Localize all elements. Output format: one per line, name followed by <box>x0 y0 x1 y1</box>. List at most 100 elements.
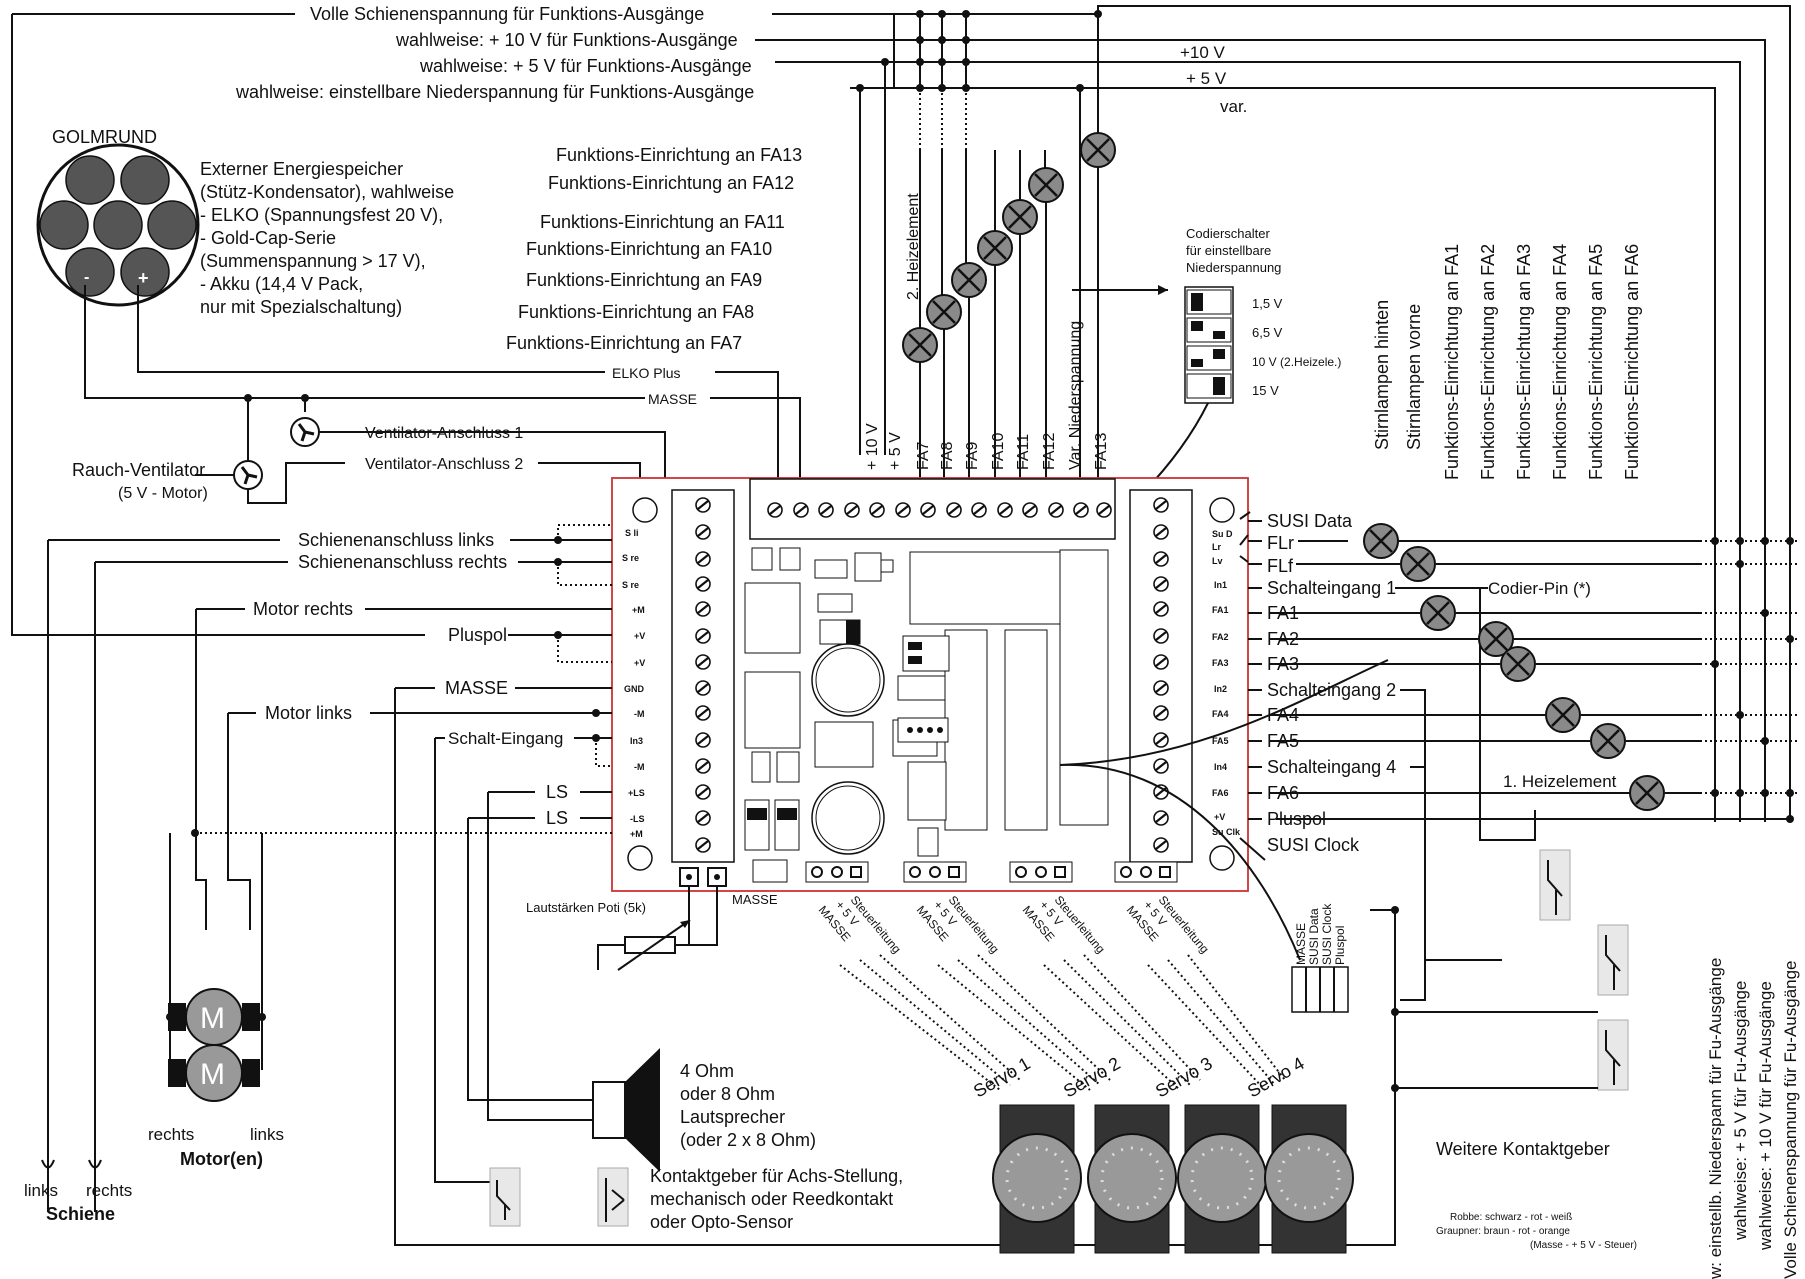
codier-title: Codierschalter <box>1186 226 1270 241</box>
codier-option: 15 V <box>1252 383 1279 398</box>
pin-label-left: -M <box>634 762 645 772</box>
speaker-text: Lautsprecher <box>680 1107 785 1127</box>
motors <box>166 833 266 1102</box>
pin-label-left: GND <box>624 684 645 694</box>
lamp-fa12-icon <box>1027 166 1065 204</box>
kontakt-text: Kontaktgeber für Achs-Stellung, <box>650 1166 903 1186</box>
signal-label: FA2 <box>1267 629 1299 649</box>
speaker-icon <box>592 1048 660 1172</box>
codier-title: Niederspannung <box>1186 260 1281 275</box>
poti-label: Lautstärken Poti (5k) <box>526 900 646 915</box>
pin-label: FA11 <box>1015 434 1032 470</box>
pin-label-left: +M <box>630 829 643 839</box>
servo-pin-label: Steuerleitung <box>1156 893 1212 956</box>
signal-label: SUSI Clock <box>1267 835 1360 855</box>
function-label: Funktions-Einrichtung an FA11 <box>540 212 785 232</box>
susi-pin-label: Pluspol <box>1333 926 1347 965</box>
color-graupner: Graupner: braun - rot - orange <box>1436 1226 1570 1237</box>
lamp-fa3-icon <box>1499 645 1537 683</box>
right-signal-labels: SUSI Data FLr FLf Schalteingang 1 FA1 FA… <box>1267 511 1396 855</box>
pin-label-right: +V <box>1214 812 1225 822</box>
pin-label: + 5 V <box>887 432 904 470</box>
pin-label-right: In1 <box>1214 580 1227 590</box>
signal-label: FLr <box>1267 533 1294 553</box>
codier-option: 10 V (2.Heizele.) <box>1252 355 1341 369</box>
pin-label-left: +LS <box>628 788 645 798</box>
right-vertical-labels: w: einstellb. Niederspann für Fu-Ausgäng… <box>1706 958 1800 1279</box>
pin-label-left: +V <box>634 631 645 641</box>
servo-label: Servo 2 <box>1060 1053 1124 1101</box>
servo-pin-label: Steuerleitung <box>946 893 1002 956</box>
signal-label: FA3 <box>1267 654 1299 674</box>
function-label-right: Stirnlampen vorne <box>1404 304 1424 450</box>
codier-option: 6,5 V <box>1252 325 1283 340</box>
function-label: Funktions-Einrichtung an FA13 <box>556 145 802 165</box>
servo-label: Servo 3 <box>1152 1053 1216 1101</box>
function-label-right: Funktions-Einrichtung an FA1 <box>1442 244 1462 480</box>
right-pin-labels: Su D Lr Lv In1 FA1 FA2 FA3 In2 FA4 FA5 I… <box>1212 529 1241 837</box>
function-label-right: Funktions-Einrichtung an FA6 <box>1622 244 1642 480</box>
susi-header: MASSE SUSI Data SUSI Clock Pluspol <box>1291 903 1349 1013</box>
pin-label: + 10 V <box>864 423 881 470</box>
signal-label: Schalteingang 4 <box>1267 757 1396 777</box>
motor-2-letter: M <box>200 1058 225 1091</box>
signal-label: SUSI Data <box>1267 511 1353 531</box>
pin-label-left: -M <box>634 709 645 719</box>
pin-label-right: Su Clk <box>1212 827 1241 837</box>
heizelement-1-label: 1. Heizelement <box>1503 772 1617 791</box>
right-wires <box>1059 511 1800 1245</box>
contact-sensors <box>489 849 1629 1227</box>
battery-title: GOLMRUND <box>52 127 157 147</box>
pin-label-right: FA2 <box>1212 632 1229 642</box>
susi-pin-label: MASSE <box>1294 923 1308 965</box>
function-label: Funktions-Einrichtung an FA7 <box>506 333 742 353</box>
label-motor-rechts: Motor rechts <box>253 599 353 619</box>
label-ls-1: LS <box>546 782 568 802</box>
label-masse-top: MASSE <box>648 391 697 407</box>
fan-sub: (5 V - Motor) <box>118 485 208 502</box>
servo-2-icon <box>1087 1104 1177 1254</box>
motor-2-icon <box>168 1044 260 1102</box>
rail-links-label: links <box>24 1181 58 1200</box>
color-mapping: (Masse - + 5 V - Steuer) <box>1530 1240 1637 1251</box>
function-label: Funktions-Einrichtung an FA9 <box>526 270 762 290</box>
pin-label-right: Lv <box>1212 556 1223 566</box>
servo-4-icon <box>1264 1104 1354 1254</box>
function-label-right: Funktions-Einrichtung an FA4 <box>1550 244 1570 480</box>
battery-pack <box>36 143 200 307</box>
rail-5v-label: + 5 V <box>1186 69 1227 88</box>
right-lamps <box>1362 522 1666 812</box>
label-schalt-eingang: Schalt-Eingang <box>448 729 563 748</box>
pin-label: FA13 <box>1093 433 1110 470</box>
signal-label: FA4 <box>1267 705 1299 725</box>
functions-right-labels: Stirnlampen hinten Stirnlampen vorne Fun… <box>1372 244 1642 480</box>
battery-desc-line: nur mit Spezialschaltung) <box>200 297 402 317</box>
pin-label-right: FA1 <box>1212 605 1229 615</box>
vertical-label: wahlweise: + 10 V für Fu-Ausgänge <box>1756 981 1775 1251</box>
functions-left-labels: Funktions-Einrichtung an FA13 Funktions-… <box>506 145 802 353</box>
lamp-fa4-icon <box>1544 696 1582 734</box>
lamp-fa9-icon <box>950 261 988 299</box>
signal-label: Pluspol <box>1267 809 1326 829</box>
color-robbe: Robbe: schwarz - rot - weiß <box>1450 1212 1572 1223</box>
pin-label-right: FA3 <box>1212 658 1229 668</box>
function-label-right: Stirnlampen hinten <box>1372 300 1392 450</box>
kontakt-labels: Kontaktgeber für Achs-Stellung, mechanis… <box>650 1166 903 1232</box>
signal-label: FA5 <box>1267 731 1299 751</box>
lamp-fa5-icon <box>1589 722 1627 760</box>
function-label-right: Funktions-Einrichtung an FA5 <box>1586 244 1606 480</box>
battery-desc-line: (Summenspannung > 17 V), <box>200 251 426 271</box>
speaker-text: 4 Ohm <box>680 1061 734 1081</box>
rail-title: Schiene <box>46 1204 115 1224</box>
battery-desc-line: - Gold-Cap-Serie <box>200 228 336 248</box>
label-ls-2: LS <box>546 808 568 828</box>
function-label: Funktions-Einrichtung an FA10 <box>526 239 772 259</box>
codier-option: 1,5 V <box>1252 296 1283 311</box>
signal-label: FA6 <box>1267 783 1299 803</box>
motor-links-label: links <box>250 1125 284 1144</box>
pin-label-right: FA5 <box>1212 736 1229 746</box>
pin-label-right: Lr <box>1212 542 1221 552</box>
servo-3-icon <box>1177 1104 1267 1254</box>
lamp-flf-icon <box>1399 545 1437 583</box>
